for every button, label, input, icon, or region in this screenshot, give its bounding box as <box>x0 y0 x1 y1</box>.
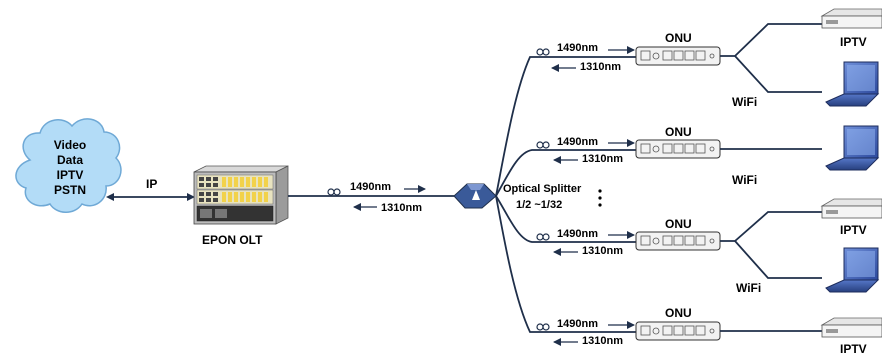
cloud-line-iptv: IPTV <box>56 168 84 182</box>
laptop-2 <box>825 125 880 171</box>
onu-device-2 <box>635 139 721 159</box>
branch-fibers <box>495 56 636 333</box>
branch-3-markers <box>536 231 635 256</box>
branch-1-onu-label: ONU <box>665 31 692 45</box>
branch-1-device-iptv: IPTV <box>840 35 867 49</box>
branch-1-device-wifi: WiFi <box>732 95 758 109</box>
branch-1-markers <box>536 46 635 72</box>
cloud-line-pstn: PSTN <box>53 183 86 197</box>
iptv-box-3 <box>820 317 882 338</box>
branch-3-downstream: 1490nm <box>557 228 598 240</box>
laptop-1 <box>825 61 880 107</box>
branch-2-device-wifi: WiFi <box>732 173 758 187</box>
onu-device-1 <box>635 46 721 66</box>
ip-link <box>106 193 195 201</box>
trunk-downstream-label: 1490nm <box>350 181 391 193</box>
branch-3-onu-label: ONU <box>665 217 692 231</box>
branch-4-upstream: 1310nm <box>582 335 623 347</box>
trunk-upstream-label: 1310nm <box>381 202 422 214</box>
splitter-label: Optical Splitter <box>503 183 582 195</box>
olt-device <box>193 165 289 225</box>
more-branches-dots <box>598 189 602 207</box>
branch-2-downstream: 1490nm <box>557 136 598 148</box>
branch-1-downstream: 1490nm <box>557 42 598 54</box>
iptv-box-2 <box>820 198 882 219</box>
laptop-3 <box>825 247 880 293</box>
trunk-fiber <box>288 185 454 211</box>
cloud-label: Video Data IPTV PSTN <box>40 138 100 198</box>
olt-label: EPON OLT <box>202 233 263 247</box>
cloud-line-video: Video <box>53 138 87 152</box>
onu-device-3 <box>635 231 721 251</box>
branch-2-onu-label: ONU <box>665 125 692 139</box>
onu-device-links <box>720 23 822 332</box>
branch-2-upstream: 1310nm <box>582 153 623 165</box>
branch-3-upstream: 1310nm <box>582 245 623 257</box>
splitter-ratio-label: 1/2 ~1/32 <box>516 199 563 211</box>
branch-4-device-iptv: IPTV <box>840 342 867 356</box>
branch-3-device-iptv: IPTV <box>840 223 867 237</box>
branch-4-onu-label: ONU <box>665 306 692 320</box>
branch-3-device-wifi: WiFi <box>736 281 762 295</box>
iptv-box-1 <box>820 8 882 29</box>
ip-link-label: IP <box>146 177 158 191</box>
optical-splitter-device <box>453 183 497 209</box>
branch-1-upstream: 1310nm <box>580 61 621 73</box>
branch-4-downstream: 1490nm <box>557 318 598 330</box>
branch-2-markers <box>536 139 635 164</box>
cloud-line-data: Data <box>56 153 83 167</box>
service-cloud <box>15 118 122 213</box>
onu-device-4 <box>635 321 721 341</box>
branch-4-markers <box>536 321 635 346</box>
